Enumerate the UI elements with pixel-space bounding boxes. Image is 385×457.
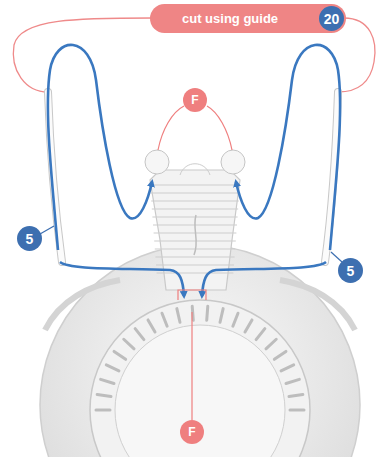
guide-line xyxy=(338,18,375,92)
ignition-wire xyxy=(48,92,338,262)
guide-line xyxy=(13,18,152,92)
glue-marker: F xyxy=(183,88,207,112)
part-number: 5 xyxy=(338,258,363,283)
callout-number: F xyxy=(188,425,195,439)
callout-number: 5 xyxy=(26,231,34,247)
callout-number: 5 xyxy=(347,263,355,279)
part-number: 5 xyxy=(17,226,42,251)
callout-leader xyxy=(40,226,54,234)
part-number: 20 xyxy=(319,6,344,31)
callout-number: F xyxy=(191,93,198,107)
instruction-text: cut using guide xyxy=(182,11,278,26)
instruction-banner: cut using guide 20 xyxy=(150,4,346,33)
callout-number: 20 xyxy=(324,11,340,27)
callout-leader xyxy=(331,252,342,262)
glue-marker: F xyxy=(180,420,204,444)
glue-leader xyxy=(158,106,232,420)
routing-arrow xyxy=(48,45,340,296)
